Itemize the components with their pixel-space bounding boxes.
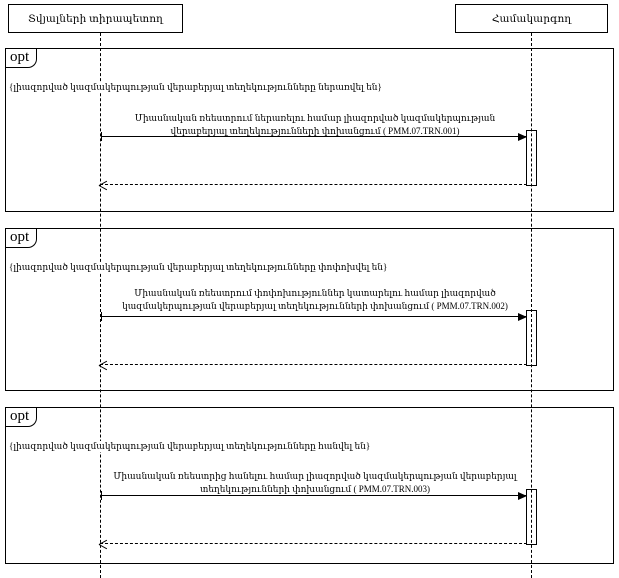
lifeline-stem-data-owner xyxy=(100,33,101,578)
lifeline-head-data-owner[interactable]: Տվյալների տիրապետող xyxy=(8,4,183,33)
fragment-guard-3: {լիազորված կազմակերպության վերաբերյալ տե… xyxy=(8,441,372,452)
arrowhead-open-icon xyxy=(99,180,108,190)
fragment-operator-label-1: opt xyxy=(6,49,38,68)
arrowhead-filled-icon xyxy=(518,133,527,141)
lifeline-label-data-owner: Տվյալների տիրապետող xyxy=(28,13,163,25)
opt-fragment-2[interactable]: opt xyxy=(5,228,614,391)
arrowhead-open-icon xyxy=(99,539,108,549)
message-label-3: Միասնական ռեեստրից հանելու համար լիազորվ… xyxy=(113,471,517,494)
message-return-arrow-1[interactable] xyxy=(100,184,527,185)
arrowhead-filled-icon xyxy=(518,492,527,500)
lifeline-head-coordinator[interactable]: Համակարգող xyxy=(455,4,608,33)
fragment-operator-label-2: opt xyxy=(6,229,38,248)
activation-bar-1 xyxy=(526,130,537,186)
message-return-arrow-3[interactable] xyxy=(100,543,527,544)
opt-fragment-1[interactable]: opt xyxy=(5,48,614,212)
lifeline-stem-coordinator xyxy=(531,33,532,578)
message-call-arrow-3[interactable] xyxy=(101,492,527,500)
activation-bar-3 xyxy=(526,489,537,545)
message-return-arrow-2[interactable] xyxy=(100,364,527,365)
message-label-1: Միասնական ռեեստրում ներառելու համար լիազ… xyxy=(134,113,496,136)
message-label-2: Միասնական ռեեստրում փոփոխություններ կատա… xyxy=(122,288,508,311)
arrowhead-open-icon xyxy=(99,360,108,370)
fragment-operator-label-3: opt xyxy=(6,408,38,427)
arrowhead-filled-icon xyxy=(518,313,527,321)
opt-fragment-3[interactable]: opt xyxy=(5,407,614,564)
lifeline-label-coordinator: Համակարգող xyxy=(491,13,572,25)
fragment-guard-2: {լիազորված կազմակերպության վերաբերյալ տե… xyxy=(8,262,389,273)
message-call-arrow-2[interactable] xyxy=(101,313,527,321)
fragment-guard-1: {լիազորված կազմակերպության վերաբերյալ տե… xyxy=(8,82,383,93)
message-call-arrow-1[interactable] xyxy=(101,133,527,141)
activation-bar-2 xyxy=(526,310,537,366)
